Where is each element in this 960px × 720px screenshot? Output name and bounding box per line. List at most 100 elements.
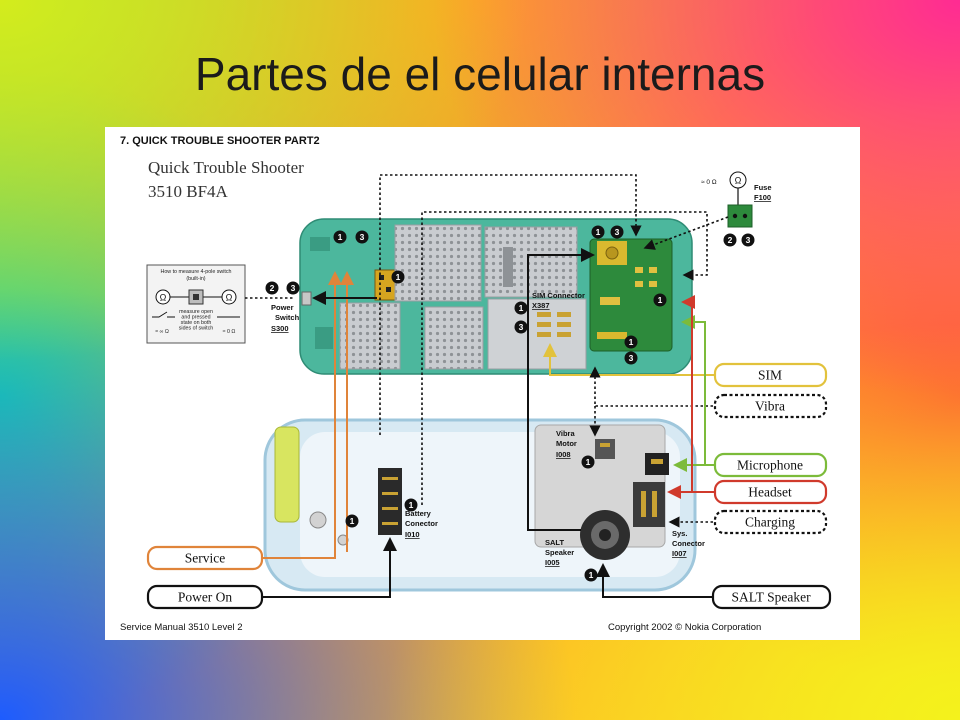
step-marker: 1 <box>514 301 528 315</box>
step-marker-number: 1 <box>350 516 355 526</box>
headset-board-line <box>681 295 695 492</box>
slide-title: Partes de el celular internas <box>194 48 766 100</box>
step-marker-number: 1 <box>596 227 601 237</box>
callout-headset-label: Headset <box>748 485 792 500</box>
microphone-board-line <box>681 315 706 465</box>
step-marker: 1 <box>333 230 347 244</box>
vibra-motor-ref: I008 <box>556 450 571 459</box>
power-on-line <box>262 537 397 598</box>
microphone-pin <box>651 459 663 464</box>
step-marker: 3 <box>514 320 528 334</box>
fuse-label: Fuse <box>754 183 772 192</box>
step-marker-number: 1 <box>338 232 343 242</box>
step-marker-circle <box>265 281 279 295</box>
callout-charging-label: Charging <box>745 515 795 530</box>
power-switch-ref: S300 <box>271 324 289 333</box>
step-marker-number: 1 <box>519 303 524 313</box>
step-marker: 1 <box>624 335 638 349</box>
contact-pad <box>605 246 619 260</box>
step-marker: 1 <box>345 514 359 528</box>
sys-connector-ref: I007 <box>672 549 687 558</box>
callout-sim: SIM <box>713 362 828 388</box>
sub-board-pad <box>635 281 643 287</box>
step-marker-circle <box>345 514 359 528</box>
callout-salt-speaker-box <box>711 584 832 610</box>
vibra-pin <box>600 443 610 447</box>
callout-sim-label: SIM <box>758 368 782 383</box>
step-marker-circle <box>591 225 605 239</box>
inset-open-value: ≈ ∞ Ω <box>155 329 169 335</box>
callout-salt-speaker-label: SALT Speaker <box>731 590 811 605</box>
rf-shield <box>394 224 482 302</box>
step-marker-circle <box>391 270 405 284</box>
diagram-panel: 7. QUICK TROUBLE SHOOTER PART2 Quick Tro… <box>105 127 860 640</box>
sim-connector-label: SIM Connector <box>532 291 585 300</box>
step-marker-circle <box>514 320 528 334</box>
callout-power-on-box <box>146 584 264 610</box>
step-marker: 1 <box>591 225 605 239</box>
callout-vibra: Vibra <box>713 393 828 419</box>
jack-pin <box>641 491 646 517</box>
step-marker-number: 3 <box>519 322 524 332</box>
rf-shield <box>339 302 401 370</box>
step-marker-circle <box>653 293 667 307</box>
callout-vibra-box <box>713 393 828 419</box>
sim-pad <box>537 322 551 327</box>
salt-speaker-ref: I005 <box>545 558 560 567</box>
battery-connector-ref: I010 <box>405 530 420 539</box>
salt-speaker-line <box>596 563 713 598</box>
battery-connector-label: Conector <box>405 519 438 528</box>
step-marker-number: 1 <box>586 457 591 467</box>
inset-note-line: measure open <box>179 309 213 315</box>
connector-lines <box>245 174 729 598</box>
sim-pad <box>557 332 571 337</box>
pcb-component <box>310 237 330 251</box>
fuse-ref: F100 <box>754 193 771 202</box>
fuse-pad <box>742 213 748 219</box>
callout-service-label: Service <box>185 551 225 566</box>
fuse-illustration: Ω ≈ 0 Ω Fuse F100 <box>701 171 772 228</box>
sim-line <box>543 343 715 376</box>
sub-board-pad <box>635 267 643 273</box>
sim-pad <box>537 312 551 317</box>
battery-pin <box>382 522 398 525</box>
step-marker-circle <box>584 568 598 582</box>
headset-jack-part <box>633 482 665 527</box>
rf-shield <box>424 306 484 370</box>
step-marker-number: 2 <box>270 283 275 293</box>
sys-connector-label: Conector <box>672 539 705 548</box>
ohm-symbol: Ω <box>160 293 167 303</box>
footer-left: Service Manual 3510 Level 2 <box>120 622 243 633</box>
step-marker: 3 <box>624 351 638 365</box>
callout-salt-speaker: SALT Speaker <box>711 584 832 610</box>
callout-headset: Headset <box>713 479 828 505</box>
step-marker-number: 3 <box>615 227 620 237</box>
step-marker-circle <box>624 351 638 365</box>
footer-right: Copyright 2002 © Nokia Corporation <box>608 622 761 633</box>
doc-title-line1: Quick Trouble Shooter <box>148 158 304 177</box>
salt-speaker-label: SALT <box>545 538 564 547</box>
jack-pin <box>652 491 657 517</box>
sim-connector-ref: X387 <box>532 301 550 310</box>
step-marker: 2 <box>723 233 737 247</box>
fuse-resistance: ≈ 0 Ω <box>701 179 717 186</box>
pcb-pad <box>379 275 384 280</box>
vibra-motor-label: Motor <box>556 439 577 448</box>
switch-button <box>193 294 199 300</box>
callout-sim-box <box>713 362 828 388</box>
trouble-shooter-diagram: 7. QUICK TROUBLE SHOOTER PART2 Quick Tro… <box>120 135 832 633</box>
step-marker-circle <box>610 225 624 239</box>
step-marker-circle <box>333 230 347 244</box>
step-marker: 3 <box>355 230 369 244</box>
step-marker: 3 <box>610 225 624 239</box>
sim-pad <box>537 332 551 337</box>
service-line <box>262 271 342 559</box>
right-dashed-line <box>421 211 708 505</box>
step-marker-circle <box>355 230 369 244</box>
step-marker-circle <box>624 335 638 349</box>
step-marker: 2 <box>265 281 279 295</box>
sub-board-connector <box>597 332 627 339</box>
step-marker: 1 <box>653 293 667 307</box>
step-marker-circle <box>514 301 528 315</box>
vibra-motor-part <box>595 439 615 459</box>
